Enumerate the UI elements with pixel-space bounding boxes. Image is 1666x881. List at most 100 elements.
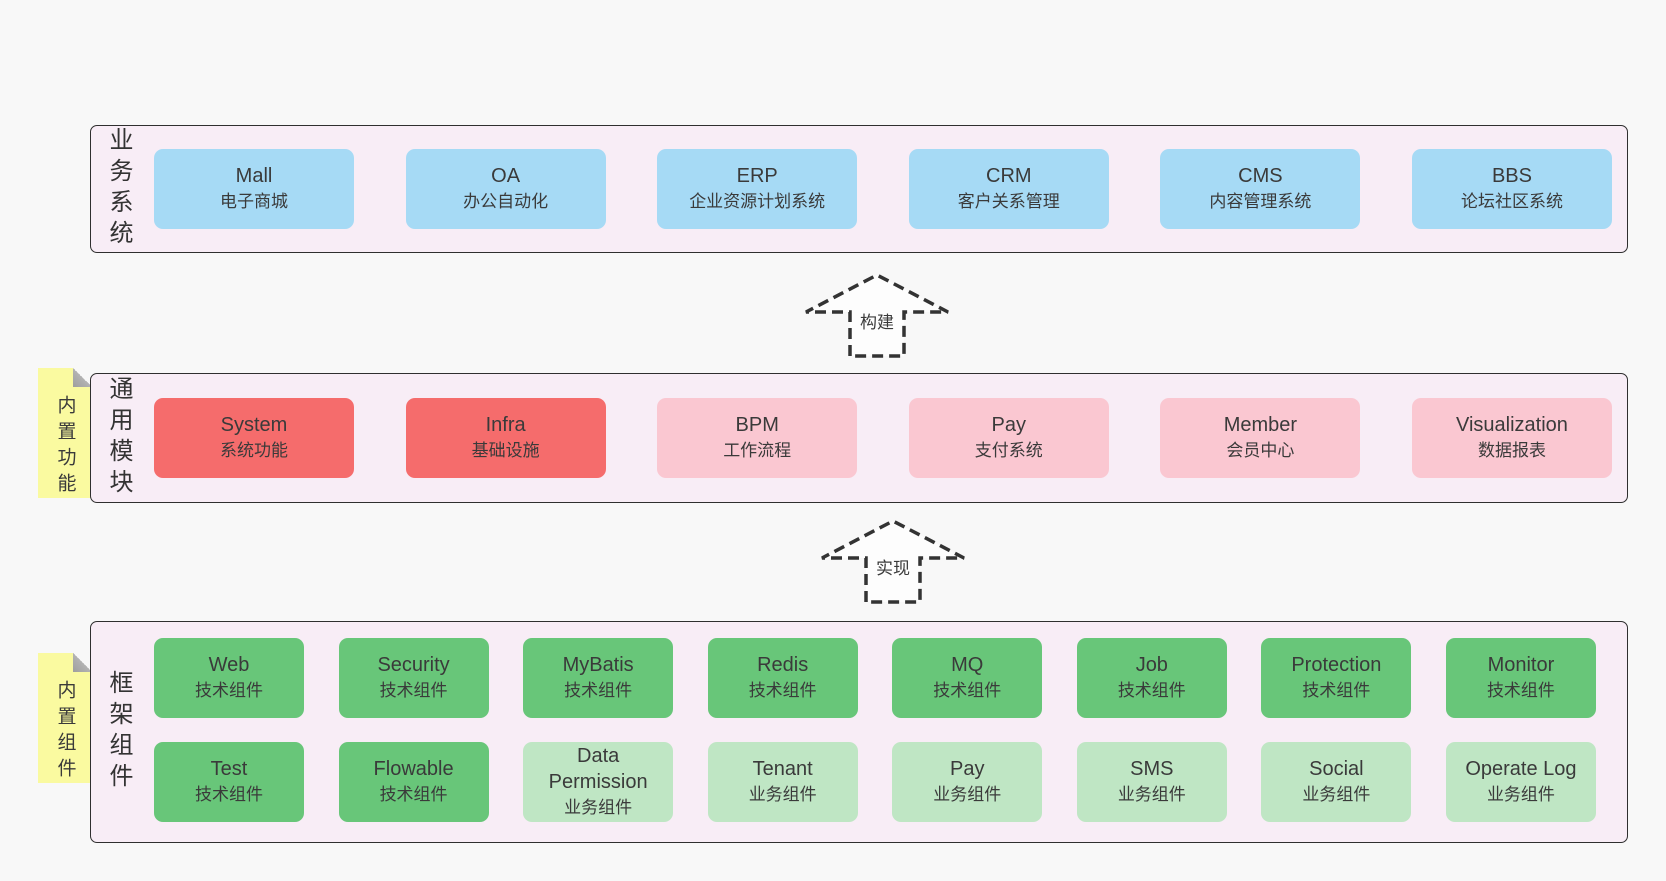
box-desc: 技术组件 (195, 785, 263, 804)
box-desc: 业务组件 (1117, 785, 1186, 804)
box-name: Data Permission (548, 745, 648, 793)
box-mq: MQ 技术组件 (892, 638, 1043, 718)
box-desc: 技术组件 (1117, 681, 1186, 700)
box-desc: 业务组件 (564, 798, 633, 817)
box-mall: Mall 电子商城 (154, 149, 354, 229)
box-name: SMS (1130, 758, 1174, 780)
box-desc: 技术组件 (1486, 681, 1555, 700)
box-tenant: Tenant 业务组件 (707, 742, 858, 822)
box-desc: 系统功能 (220, 441, 288, 460)
layer-framework-components: 框架组件 Web 技术组件 Security 技术组件 MyBatis 技术组件… (90, 621, 1628, 843)
box-web: Web 技术组件 (154, 638, 304, 718)
box-bpm: BPM 工作流程 (657, 398, 858, 478)
box-desc: 内容管理系统 (1209, 192, 1312, 211)
box-desc: 技术组件 (379, 681, 448, 700)
box-name: CMS (1238, 165, 1283, 187)
box-desc: 企业资源计划系统 (689, 192, 826, 211)
box-erp: ERP 企业资源计划系统 (657, 149, 858, 229)
box-crm: CRM 客户关系管理 (908, 149, 1109, 229)
sticky-note-builtin-components: 内置组件 (38, 653, 92, 784)
box-redis: Redis 技术组件 (707, 638, 858, 718)
box-cms: CMS 内容管理系统 (1160, 149, 1361, 229)
box-name: Pay (991, 414, 1027, 436)
box-security: Security 技术组件 (338, 638, 489, 718)
build-arrow: 构建 (802, 272, 952, 358)
box-desc: 技术组件 (379, 785, 448, 804)
box-name: Test (210, 758, 248, 780)
box-sms: SMS 业务组件 (1076, 742, 1227, 822)
box-desc: 业务组件 (933, 785, 1002, 804)
box-desc: 会员中心 (1226, 441, 1295, 460)
box-desc: 技术组件 (195, 681, 263, 700)
note-text: 内置功能 (54, 395, 76, 499)
box-data-permission: Data Permission 业务组件 (523, 742, 674, 822)
box-operate-log: Operate Log 业务组件 (1445, 742, 1596, 822)
business-boxes-row: Mall 电子商城 OA 办公自动化 ERP 企业资源计划系统 CRM 客户关系… (154, 126, 1612, 252)
box-name: Security (377, 654, 450, 676)
box-desc: 支付系统 (974, 441, 1043, 460)
box-job: Job 技术组件 (1076, 638, 1227, 718)
box-name: Operate Log (1465, 758, 1577, 780)
component-row-2: Test 技术组件 Flowable 技术组件 Data Permission … (154, 742, 1596, 822)
box-name: Monitor (1487, 654, 1555, 676)
box-protection: Protection 技术组件 (1261, 638, 1412, 718)
box-pay-biz: Pay 业务组件 (892, 742, 1043, 822)
box-infra: Infra 基础设施 (405, 398, 606, 478)
component-rows: Web 技术组件 Security 技术组件 MyBatis 技术组件 Redi… (154, 638, 1596, 822)
implement-arrow: 实现 (818, 518, 968, 604)
box-name: Social (1309, 758, 1364, 780)
box-bbs: BBS 论坛社区系统 (1411, 149, 1612, 229)
box-desc: 技术组件 (1302, 681, 1371, 700)
box-flowable: Flowable 技术组件 (338, 742, 489, 822)
box-desc: 工作流程 (723, 441, 792, 460)
box-name: Job (1135, 654, 1168, 676)
box-desc: 基础设施 (471, 441, 540, 460)
box-name: Pay (950, 758, 985, 780)
box-name: CRM (986, 165, 1032, 187)
box-name: ERP (736, 165, 778, 187)
box-name: MyBatis (562, 654, 634, 676)
module-boxes-row: System 系统功能 Infra 基础设施 BPM 工作流程 Pay 支付系统… (154, 374, 1612, 502)
box-pay: Pay 支付系统 (908, 398, 1109, 478)
box-desc: 业务组件 (1302, 785, 1371, 804)
box-social: Social 业务组件 (1261, 742, 1412, 822)
note-fold-corner (73, 368, 92, 387)
layer-business-label: 业务系统 (105, 127, 132, 251)
box-system: System 系统功能 (154, 398, 354, 478)
box-mybatis: MyBatis 技术组件 (523, 638, 674, 718)
sticky-note-builtin-features: 内置功能 (38, 368, 92, 499)
box-desc: 办公自动化 (463, 192, 549, 211)
box-desc: 数据报表 (1477, 441, 1546, 460)
box-name: Protection (1291, 654, 1382, 676)
box-visualization: Visualization 数据报表 (1411, 398, 1612, 478)
build-arrow-label: 构建 (857, 311, 897, 334)
box-name: BPM (735, 414, 779, 436)
layer-modules-label: 通用模块 (105, 376, 132, 500)
box-monitor: Monitor 技术组件 (1445, 638, 1596, 718)
box-name: Web (208, 654, 250, 676)
box-name: Member (1223, 414, 1298, 436)
note-text: 内置组件 (54, 680, 76, 784)
box-desc: 技术组件 (564, 681, 633, 700)
box-desc: 客户关系管理 (957, 192, 1060, 211)
box-name: MQ (951, 654, 984, 676)
box-test: Test 技术组件 (154, 742, 304, 822)
layer-business-systems: 业务系统 Mall 电子商城 OA 办公自动化 ERP 企业资源计划系统 CRM… (90, 125, 1628, 253)
box-name: System (220, 414, 288, 436)
box-name: Flowable (373, 758, 454, 780)
box-name: OA (491, 165, 521, 187)
note-fold-corner (73, 653, 92, 672)
component-row-1: Web 技术组件 Security 技术组件 MyBatis 技术组件 Redi… (154, 638, 1596, 718)
box-name: BBS (1491, 165, 1532, 187)
box-name: Tenant (752, 758, 813, 780)
box-name: Visualization (1456, 414, 1568, 436)
box-desc: 论坛社区系统 (1460, 192, 1563, 211)
box-desc: 业务组件 (748, 785, 817, 804)
box-desc: 技术组件 (748, 681, 817, 700)
box-member: Member 会员中心 (1160, 398, 1361, 478)
box-desc: 技术组件 (933, 681, 1002, 700)
box-desc: 业务组件 (1486, 785, 1555, 804)
box-name: Redis (757, 654, 809, 676)
box-oa: OA 办公自动化 (405, 149, 606, 229)
